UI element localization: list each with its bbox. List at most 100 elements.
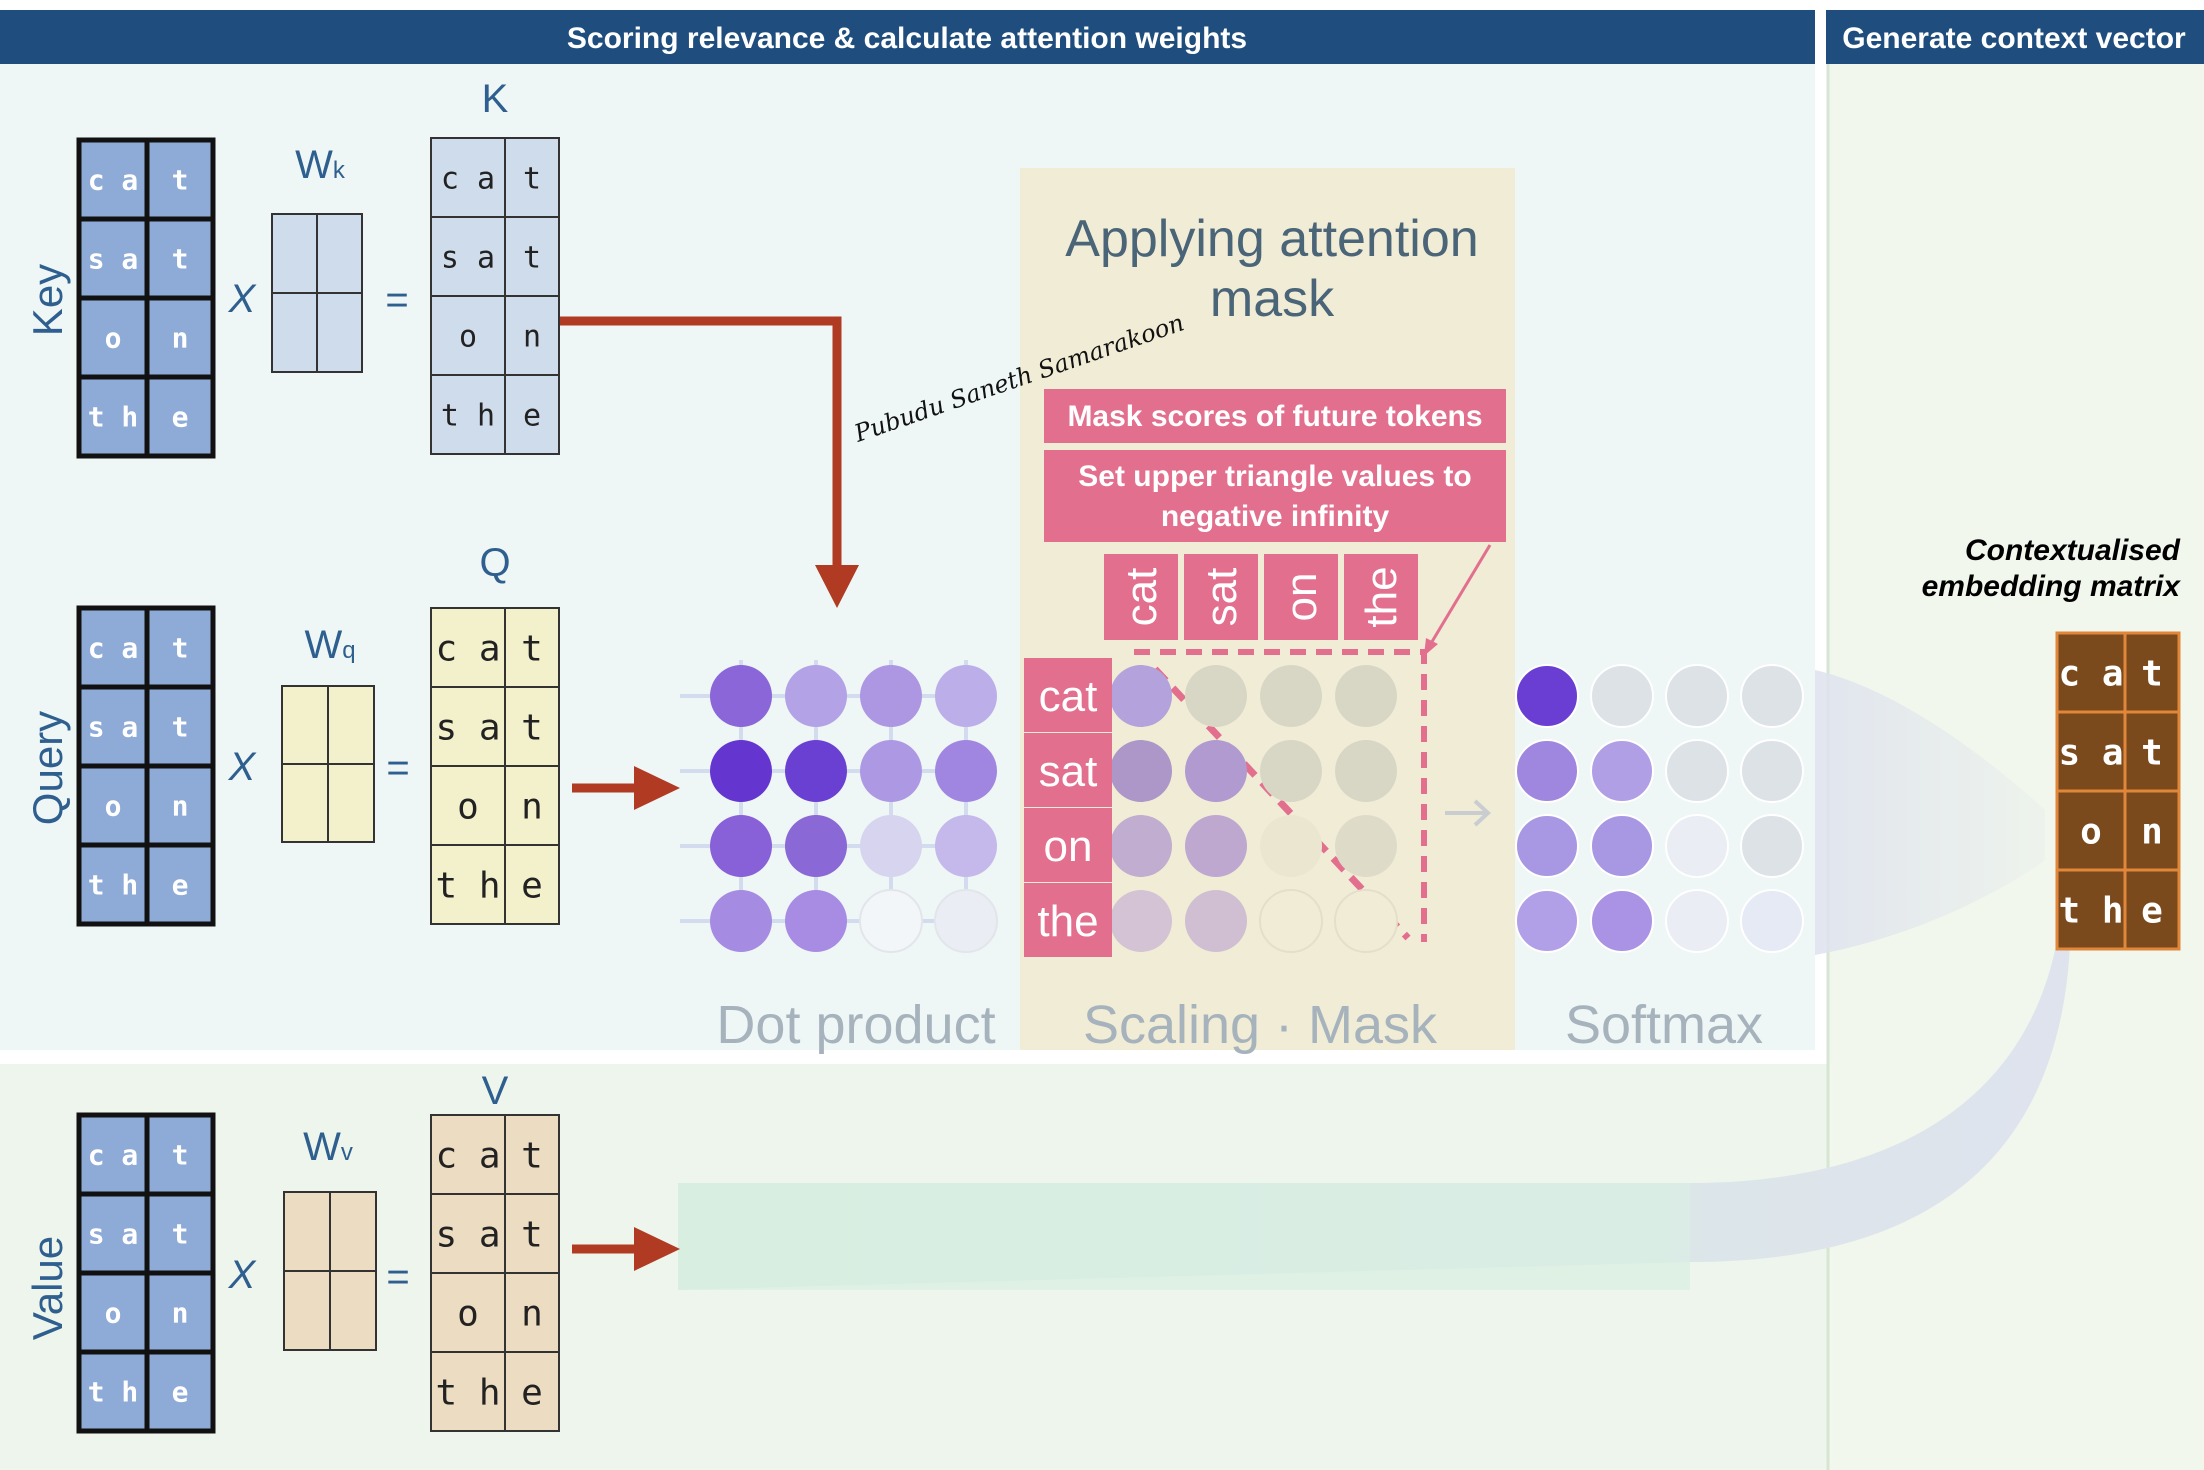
score-dot bbox=[860, 665, 922, 727]
token-cell-text: n bbox=[172, 1297, 189, 1330]
token-cell-text: s a bbox=[441, 240, 495, 275]
weight-matrix-q bbox=[281, 685, 375, 843]
token-cell-text: o bbox=[105, 790, 122, 823]
score-dot bbox=[935, 815, 997, 877]
result-label-v: V bbox=[482, 1069, 509, 1113]
header-left-bar bbox=[0, 10, 1815, 64]
score-dot bbox=[1185, 665, 1247, 727]
header-right-title: Generate context vector bbox=[1842, 22, 2186, 55]
token-cell-text: c a bbox=[88, 632, 139, 665]
token-cell-text: t h bbox=[441, 398, 495, 433]
score-dot bbox=[1590, 664, 1654, 728]
token-cell-text: t h bbox=[435, 865, 500, 906]
mask-to-softmax-arrow bbox=[1445, 799, 1491, 827]
token-cell-text: t h bbox=[2058, 890, 2123, 931]
result-label-k: K bbox=[482, 77, 509, 121]
mask-row-token: on bbox=[1044, 822, 1093, 871]
mask-row-token: the bbox=[1037, 897, 1098, 946]
score-dot bbox=[1110, 890, 1172, 952]
token-cell-text: t bbox=[521, 707, 543, 748]
token-cell-text: t bbox=[172, 243, 189, 276]
token-cell-text: o bbox=[457, 786, 479, 827]
stage-label-scaling: Scaling · Mask bbox=[1083, 995, 1438, 1055]
mask-row-labels: cat sat on the bbox=[1024, 658, 1112, 957]
score-dot bbox=[934, 889, 998, 953]
token-cell-text: c a bbox=[441, 161, 495, 196]
score-dot bbox=[1590, 814, 1654, 878]
token-cell-text: n bbox=[2141, 811, 2163, 852]
mask-note-2 bbox=[1044, 450, 1506, 542]
token-cell-text: s a bbox=[88, 1218, 139, 1251]
score-dot bbox=[1515, 814, 1579, 878]
score-dot bbox=[785, 665, 847, 727]
token-cell-text: o bbox=[105, 1297, 122, 1330]
score-dot bbox=[1110, 815, 1172, 877]
score-dot bbox=[1740, 889, 1804, 953]
token-cell-text: n bbox=[521, 786, 543, 827]
token-cell-text: c a bbox=[88, 164, 139, 197]
equals-query: = bbox=[386, 746, 409, 790]
score-dot bbox=[935, 740, 997, 802]
dot-product-grid bbox=[710, 665, 998, 953]
score-dot bbox=[859, 889, 923, 953]
token-cell-text: t bbox=[521, 1214, 543, 1255]
token-cell-text: t bbox=[521, 628, 543, 669]
token-cell-text: t h bbox=[435, 1372, 500, 1413]
times-key: X bbox=[228, 277, 257, 321]
score-dot bbox=[1259, 889, 1323, 953]
v-to-flow-arrow bbox=[572, 1227, 680, 1271]
score-dot bbox=[1335, 815, 1397, 877]
score-dot bbox=[1740, 664, 1804, 728]
q-to-dot-arrow bbox=[572, 766, 680, 810]
token-cell-text: s a bbox=[88, 711, 139, 744]
token-cell-text: t bbox=[172, 632, 189, 665]
token-cell-text: n bbox=[523, 319, 541, 354]
score-dot bbox=[1185, 890, 1247, 952]
mask-column-token: sat bbox=[1197, 568, 1246, 627]
score-dot bbox=[785, 890, 847, 952]
softmax-grid bbox=[1515, 664, 1804, 953]
mask-row-token: sat bbox=[1039, 747, 1098, 796]
mask-column-token: the bbox=[1357, 566, 1406, 627]
token-cell-text: o bbox=[457, 1293, 479, 1334]
token-cell-text: o bbox=[2080, 811, 2102, 852]
token-cell-text: t bbox=[521, 1135, 543, 1176]
mask-row-token: cat bbox=[1039, 672, 1098, 721]
token-cell-text: c a bbox=[2058, 653, 2123, 694]
mask-title-line1: Applying attention bbox=[1065, 210, 1478, 268]
mask-border bbox=[1134, 649, 1427, 942]
token-cell-text: n bbox=[172, 322, 189, 355]
mask-note-1 bbox=[1044, 389, 1506, 443]
token-cell-text: e bbox=[521, 865, 543, 906]
mask-column-token: cat bbox=[1117, 568, 1166, 627]
weight-matrix-v bbox=[283, 1191, 377, 1351]
token-cell-text: t bbox=[172, 164, 189, 197]
attention-flow bbox=[1815, 670, 2045, 955]
score-dot bbox=[1590, 739, 1654, 803]
score-dot bbox=[785, 815, 847, 877]
score-dot bbox=[1515, 889, 1579, 953]
k-to-dot-arrow bbox=[558, 316, 859, 608]
score-dot bbox=[1110, 665, 1172, 727]
score-dot bbox=[710, 665, 772, 727]
row-label-key: Key bbox=[24, 264, 71, 336]
token-cell-text: e bbox=[172, 401, 189, 434]
score-dot bbox=[1260, 740, 1322, 802]
score-dot bbox=[1515, 664, 1579, 728]
score-dot bbox=[1185, 815, 1247, 877]
token-cell-text: c a bbox=[88, 1139, 139, 1172]
token-cell-text: t bbox=[172, 1139, 189, 1172]
header-right-bar bbox=[1826, 10, 2204, 64]
token-cell-text: s a bbox=[435, 707, 500, 748]
mask-note-2-line1: Set upper triangle values to bbox=[1078, 460, 1471, 493]
token-cell-text: s a bbox=[88, 243, 139, 276]
score-dot bbox=[935, 665, 997, 727]
output-title-line2: embedding matrix bbox=[1922, 570, 2182, 603]
token-cell-text: s a bbox=[435, 1214, 500, 1255]
token-cell-text: t bbox=[523, 240, 541, 275]
token-cell-text: c a bbox=[435, 628, 500, 669]
stage-label-softmax: Softmax bbox=[1565, 995, 1763, 1055]
times-value: X bbox=[228, 1253, 257, 1297]
